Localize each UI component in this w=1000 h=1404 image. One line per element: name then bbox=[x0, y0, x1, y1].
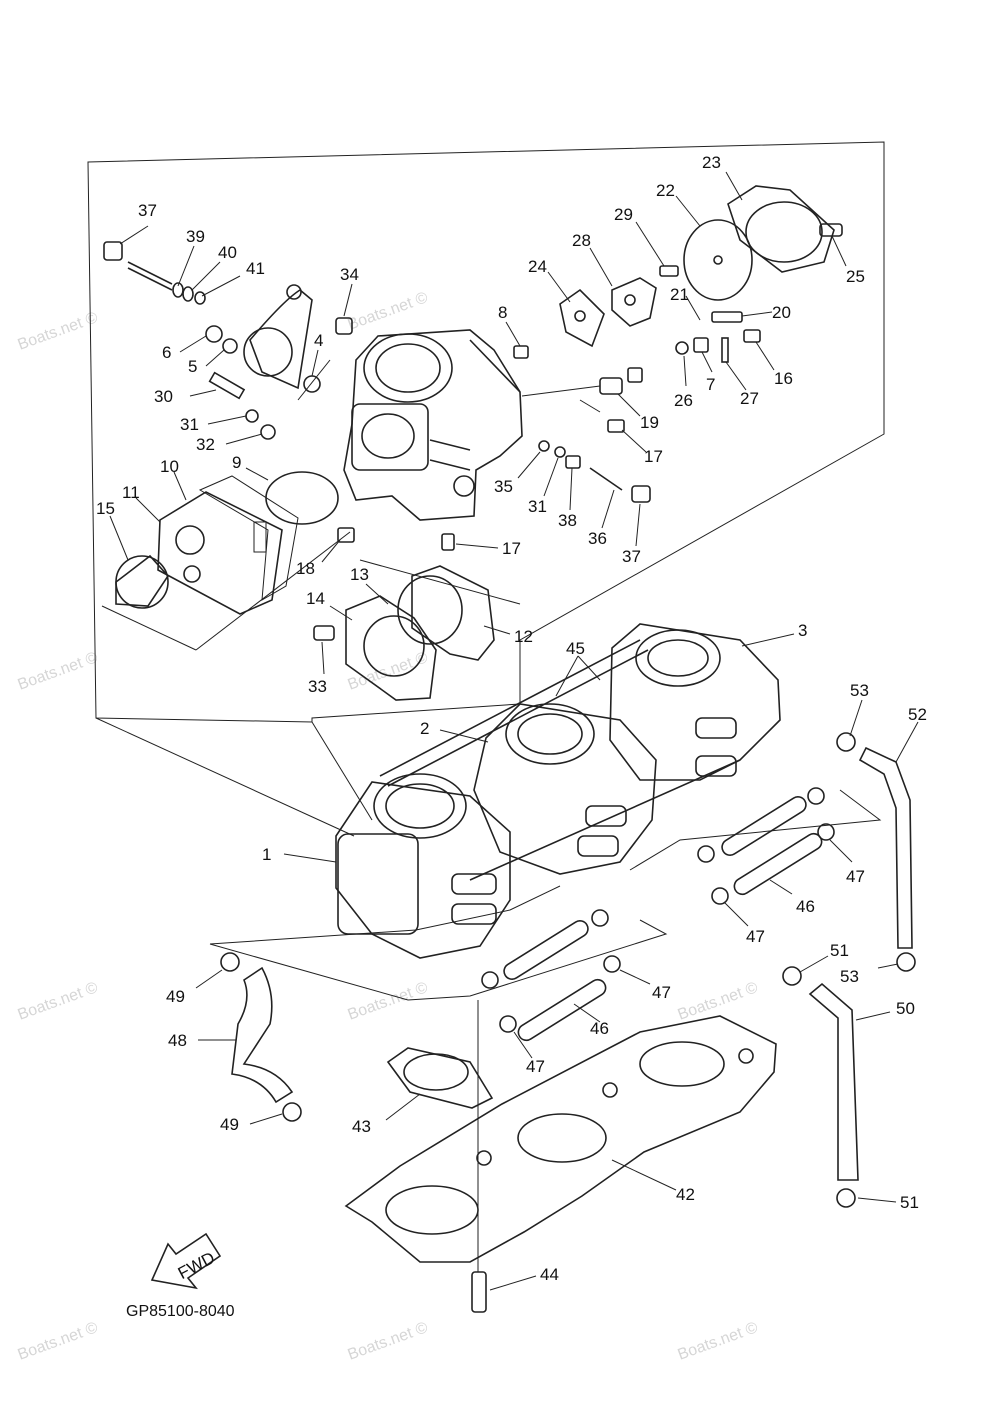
callout-47: 47 bbox=[652, 983, 671, 1002]
callout-41: 41 bbox=[246, 259, 265, 278]
watermark: Boats.net © bbox=[346, 289, 431, 334]
callout-23: 23 bbox=[702, 153, 721, 172]
callout-44: 44 bbox=[540, 1265, 559, 1284]
callout-2: 2 bbox=[420, 719, 429, 738]
watermark: Boats.net © bbox=[16, 649, 101, 694]
callout-18: 18 bbox=[296, 559, 315, 578]
callout-47: 47 bbox=[746, 927, 765, 946]
callout-21: 21 bbox=[670, 285, 689, 304]
callout-29: 29 bbox=[614, 205, 633, 224]
callout-34: 34 bbox=[340, 265, 359, 284]
intake-gasket-parts bbox=[313, 559, 521, 701]
exploded-view-frame bbox=[87, 141, 885, 723]
watermark: Boats.net © bbox=[16, 979, 101, 1024]
frame-connector-line bbox=[95, 717, 355, 837]
callout-39: 39 bbox=[186, 227, 205, 246]
callout-1: 1 bbox=[262, 845, 271, 864]
diagram-code: GP85100-8040 bbox=[126, 1303, 235, 1320]
callout-25: 25 bbox=[846, 267, 865, 286]
callout-5: 5 bbox=[188, 357, 197, 376]
callout-45: 45 bbox=[566, 639, 585, 658]
watermark: Boats.net © bbox=[16, 1319, 101, 1364]
callout-20: 20 bbox=[772, 303, 791, 322]
callout-31: 31 bbox=[528, 497, 547, 516]
callout-11: 11 bbox=[122, 483, 140, 502]
callout-14: 14 bbox=[306, 589, 325, 608]
callout-49: 49 bbox=[220, 1115, 239, 1134]
throttle-linkage bbox=[205, 284, 321, 393]
callout-36: 36 bbox=[588, 529, 607, 548]
callout-51: 51 bbox=[830, 941, 849, 960]
callout-33: 33 bbox=[308, 677, 327, 696]
callout-labels: 37 39 40 41 6 5 34 4 30 31 32 10 9 11 15… bbox=[96, 153, 927, 1284]
callout-26: 26 bbox=[674, 391, 693, 410]
callout-46: 46 bbox=[796, 897, 815, 916]
callout-40: 40 bbox=[218, 243, 237, 262]
fwd-direction-arrow: FWD bbox=[150, 1232, 222, 1290]
callout-15: 15 bbox=[96, 499, 115, 518]
watermark: Boats.net © bbox=[346, 1319, 431, 1364]
callout-46: 46 bbox=[590, 1019, 609, 1038]
callout-10: 10 bbox=[160, 457, 179, 476]
callout-52: 52 bbox=[908, 705, 927, 724]
frame-connector-line bbox=[311, 721, 373, 821]
pump-cover-assembly bbox=[101, 471, 351, 651]
callout-17: 17 bbox=[644, 447, 663, 466]
callout-32: 32 bbox=[196, 435, 215, 454]
callout-24: 24 bbox=[528, 257, 547, 276]
callout-51: 51 bbox=[900, 1193, 919, 1212]
callout-4: 4 bbox=[314, 331, 323, 350]
callout-50: 50 bbox=[896, 999, 915, 1018]
callout-6: 6 bbox=[162, 343, 171, 362]
callout-53: 53 bbox=[850, 681, 869, 700]
callout-3: 3 bbox=[798, 621, 807, 640]
fuel-hoses bbox=[220, 732, 916, 1208]
callout-30: 30 bbox=[154, 387, 173, 406]
callout-31: 31 bbox=[180, 415, 199, 434]
intake-manifold bbox=[344, 1000, 777, 1313]
callout-43: 43 bbox=[352, 1117, 371, 1136]
callout-35: 35 bbox=[494, 477, 513, 496]
fuel-pump-parts bbox=[559, 185, 843, 348]
callout-47: 47 bbox=[526, 1057, 545, 1076]
watermark: Boats.net © bbox=[676, 1319, 761, 1364]
callout-37: 37 bbox=[138, 201, 157, 220]
idle-screw-assembly bbox=[103, 241, 206, 305]
leader-lines bbox=[109, 171, 919, 1291]
callout-47: 47 bbox=[846, 867, 865, 886]
callout-53: 53 bbox=[840, 967, 859, 986]
vent-hoses bbox=[209, 787, 882, 1042]
callout-17: 17 bbox=[502, 539, 521, 558]
callout-37: 37 bbox=[622, 547, 641, 566]
single-carburetor-body bbox=[343, 329, 523, 521]
callout-8: 8 bbox=[498, 303, 507, 322]
callout-42: 42 bbox=[676, 1185, 695, 1204]
callout-16: 16 bbox=[774, 369, 793, 388]
jet-and-fitting-parts bbox=[335, 311, 761, 551]
callout-48: 48 bbox=[168, 1031, 187, 1050]
carburetor-assembly bbox=[335, 623, 781, 959]
watermark: Boats.net © bbox=[346, 649, 431, 694]
callout-19: 19 bbox=[640, 413, 659, 432]
callout-12: 12 bbox=[514, 627, 533, 646]
fwd-label: FWD bbox=[175, 1248, 218, 1283]
callout-38: 38 bbox=[558, 511, 577, 530]
watermark: Boats.net © bbox=[16, 309, 101, 354]
callout-7: 7 bbox=[706, 375, 715, 394]
callout-9: 9 bbox=[232, 453, 241, 472]
callout-27: 27 bbox=[740, 389, 759, 408]
callout-13: 13 bbox=[350, 565, 369, 584]
callout-22: 22 bbox=[656, 181, 675, 200]
callout-49: 49 bbox=[166, 987, 185, 1006]
pilot-screw-parts bbox=[208, 359, 331, 440]
callout-28: 28 bbox=[572, 231, 591, 250]
